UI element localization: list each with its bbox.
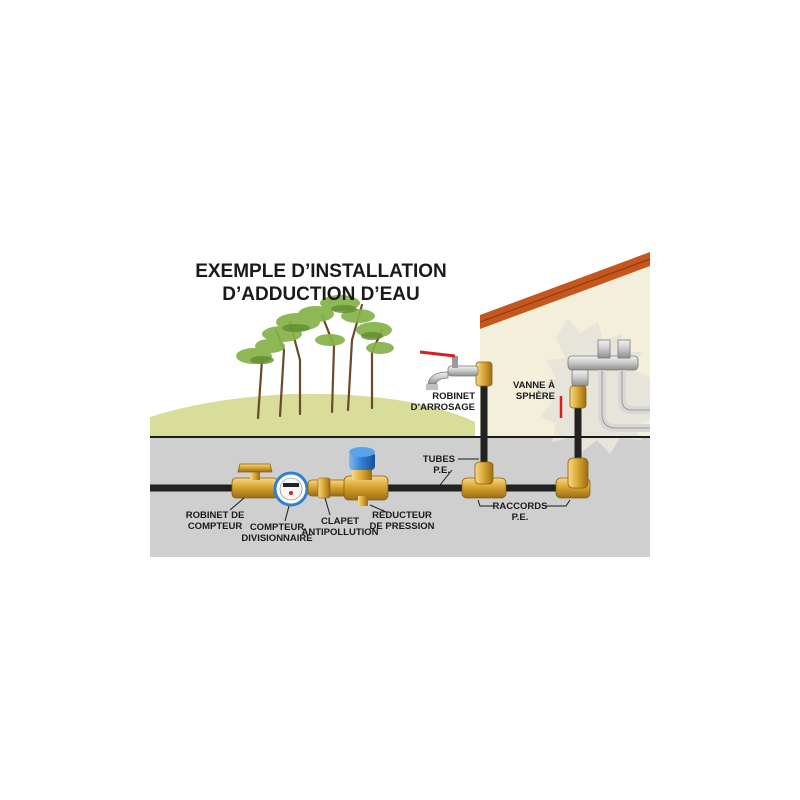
label-line: ROBINET DE [186, 510, 245, 521]
label-robinet-arrosage: ROBINET D’ARROSAGE [411, 391, 476, 413]
label-line: DE PRESSION [370, 521, 435, 532]
label-line: TUBES [423, 454, 455, 465]
label-line: ROBINET [432, 391, 475, 402]
diagram-title-line1: EXEMPLE D’INSTALLATION [195, 261, 447, 282]
label-line: DIVISIONNAIRE [241, 533, 312, 544]
label-tubes-pe: TUBES P.E. [423, 454, 479, 486]
tree-foliage [255, 339, 285, 353]
label-compteur-divisionnaire: COMPTEUR DIVISIONNAIRE [241, 505, 313, 544]
label-reducteur-pression: RÉDUCTEUR DE PRESSION [370, 504, 435, 532]
backflow-preventer [307, 477, 349, 499]
pressure-regulator [343, 447, 389, 506]
diagram-title-line2: D’ADDUCTION D’EAU [222, 284, 419, 305]
label-clapet-antipollution: CLAPET ANTIPOLLUTION [301, 497, 379, 538]
tree-foliage [315, 334, 345, 346]
label-line: SPHÈRE [516, 391, 555, 402]
label-line: RACCORDS [493, 501, 548, 512]
label-robinet-compteur: ROBINET DE COMPTEUR [186, 497, 245, 532]
label-raccords-pe: RACCORDS P.E. [477, 499, 571, 523]
label-vanne-sphere: VANNE À SPHÈRE [513, 380, 555, 402]
pipe-fittings [461, 457, 591, 499]
label-line: D’ARROSAGE [411, 402, 475, 413]
label-line: COMPTEUR [188, 521, 243, 532]
label-line: P.E. [512, 512, 529, 523]
ball-valve [559, 385, 587, 418]
water-meter [272, 471, 309, 507]
meter-valve [231, 463, 279, 499]
label-line: VANNE À [513, 380, 555, 391]
label-line: RÉDUCTEUR [372, 510, 432, 521]
tree-foliage [298, 306, 334, 322]
grass-hill [150, 393, 475, 437]
trees [236, 295, 394, 420]
tree-foliage [366, 342, 394, 354]
label-line: COMPTEUR [250, 522, 305, 533]
garden-tap [419, 350, 493, 390]
label-line: CLAPET [321, 516, 359, 527]
distribution-manifold [567, 339, 650, 432]
label-line: P.E. [433, 465, 450, 476]
label-line: ANTIPOLLUTION [301, 527, 378, 538]
